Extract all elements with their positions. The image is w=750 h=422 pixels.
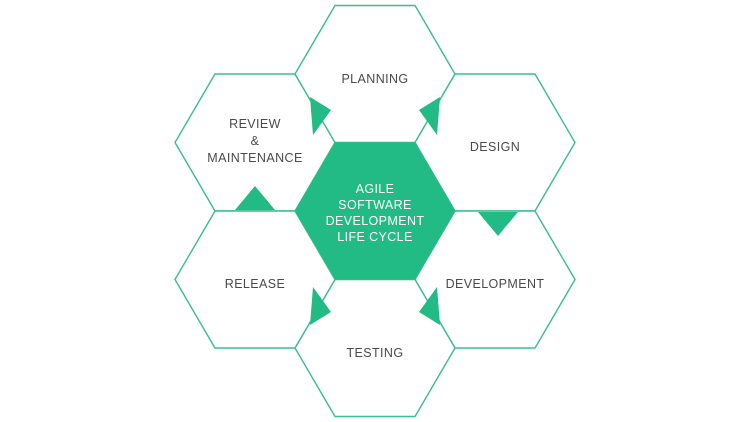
arrow-release-to-review-icon [235, 186, 275, 210]
hex-center-label-line3: DEVELOPMENT [326, 214, 425, 228]
hex-center-label-line4: LIFE CYCLE [337, 230, 413, 244]
arrow-planning-to-design-icon [419, 97, 440, 135]
hex-testing[interactable]: TESTING [294, 278, 456, 418]
hex-review-maintenance[interactable]: REVIEW & MAINTENANCE [174, 73, 336, 212]
arrow-testing-to-release-icon [310, 287, 331, 325]
hex-design[interactable]: DESIGN [414, 73, 576, 212]
arrow-design-to-development-icon [478, 212, 518, 236]
hex-center-agile-sdlc[interactable]: AGILE SOFTWARE DEVELOPMENT LIFE CYCLE [295, 142, 455, 280]
hex-review-maintenance-label-line2: & [251, 134, 260, 148]
arrow-planning-to-review-icon [310, 97, 331, 135]
hex-center-label-line1: AGILE [356, 182, 395, 196]
hex-release[interactable]: RELEASE [174, 210, 336, 349]
hex-review-maintenance-label-line3: MAINTENANCE [207, 151, 302, 165]
hex-design-label: DESIGN [470, 140, 520, 154]
hex-release-label: RELEASE [225, 277, 285, 291]
hex-testing-label: TESTING [347, 346, 404, 360]
hex-center-shape[interactable] [295, 142, 455, 280]
hex-center-label-line2: SOFTWARE [338, 198, 412, 212]
hex-development-label: DEVELOPMENT [446, 277, 545, 291]
hex-review-maintenance-label-line1: REVIEW [229, 117, 281, 131]
hex-planning-label: PLANNING [341, 72, 408, 86]
arrow-development-to-testing-icon [419, 287, 440, 325]
